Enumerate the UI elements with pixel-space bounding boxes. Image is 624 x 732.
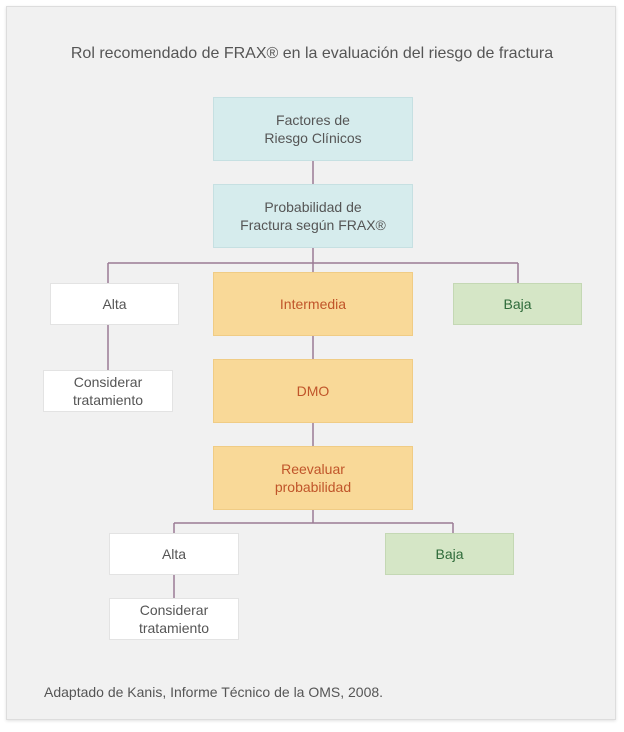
node-dmo: DMO (213, 359, 413, 423)
node-reevaluar-probabilidad: Reevaluar probabilidad (213, 446, 413, 510)
node-factores-riesgo: Factores de Riesgo Clínicos (213, 97, 413, 161)
diagram-title: Rol recomendado de FRAX® en la evaluació… (70, 45, 554, 62)
node-alta-1: Alta (50, 283, 179, 325)
node-baja-2: Baja (385, 533, 514, 575)
node-baja-1: Baja (453, 283, 582, 325)
node-considerar-tratamiento-1: Considerar tratamiento (43, 370, 173, 412)
node-intermedia: Intermedia (213, 272, 413, 336)
node-alta-2: Alta (109, 533, 239, 575)
node-probabilidad-frax: Probabilidad de Fractura según FRAX® (213, 184, 413, 248)
node-considerar-tratamiento-2: Considerar tratamiento (109, 598, 239, 640)
source-citation: Adaptado de Kanis, Informe Técnico de la… (44, 684, 384, 700)
